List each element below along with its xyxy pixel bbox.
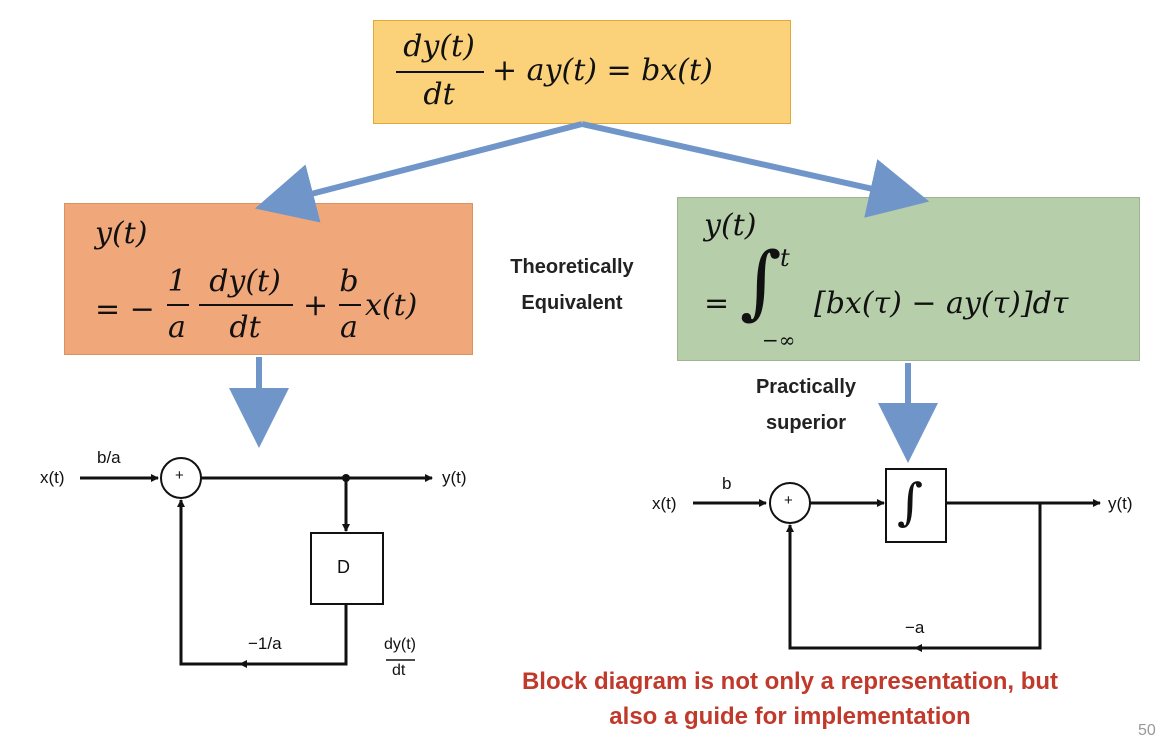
D-block-label: D <box>337 557 350 577</box>
right-output-label: y(t) <box>1108 494 1133 513</box>
left-eq-tail: x(t) <box>365 288 418 323</box>
integral-upper-limit: t <box>780 244 790 272</box>
top-frac-bar <box>396 71 484 73</box>
left-eq-sign: = − <box>95 292 155 327</box>
left-deriv-denominator: dt <box>392 662 406 679</box>
left-frac1-bar <box>167 304 189 306</box>
right-block-diagram <box>693 468 1101 652</box>
theoretically-label: Theoretically <box>510 256 634 278</box>
right-feedback-gain-label: −a <box>905 618 925 637</box>
top-frac-denominator: dt <box>423 77 455 112</box>
right-gain-label: b <box>722 474 732 493</box>
integrator-symbol: ∫ <box>897 473 924 531</box>
left-eq-lhs: y(t) <box>95 216 148 251</box>
equivalent-label: Equivalent <box>521 292 623 314</box>
right-input-label: x(t) <box>652 494 677 513</box>
left-frac3-num: b <box>339 264 359 299</box>
differential-equation-box: dy(t) dt + ay(t) = bx(t) <box>373 20 791 124</box>
derivative-form-box: y(t) = − 1 a dy(t) dt + b a x(t) <box>64 203 473 355</box>
top-equation-rest: + ay(t) = bx(t) <box>492 53 713 88</box>
left-frac3-den: a <box>340 310 358 345</box>
left-input-label: x(t) <box>40 468 65 487</box>
left-D-block <box>310 532 384 605</box>
left-sum-sign: + <box>175 467 184 484</box>
left-frac2-num: dy(t) <box>209 264 281 299</box>
left-output-label: y(t) <box>442 468 467 487</box>
integrator-block <box>885 468 947 543</box>
practically-label: Practically <box>755 376 857 398</box>
left-frac2-den: dt <box>229 310 261 345</box>
left-feedback-gain-label: −1/a <box>248 634 282 653</box>
left-frac3-bar <box>339 304 361 306</box>
arrow-to-integral-form <box>581 121 930 218</box>
right-eq-sign: = <box>704 286 730 321</box>
integrand: [bx(τ) − ay(τ)]dτ <box>814 286 1069 321</box>
left-block-diagram <box>80 457 433 668</box>
left-frac1-num: 1 <box>167 264 187 299</box>
page-number: 50 <box>1138 722 1156 739</box>
arrow-to-derivative-form <box>254 121 583 223</box>
right-eq-lhs: y(t) <box>704 208 757 243</box>
integral-lower-limit: −∞ <box>762 328 796 352</box>
superior-label: superior <box>765 412 847 434</box>
bottom-note-line1: Block diagram is not only a representati… <box>521 668 1059 695</box>
left-gain-label: b/a <box>97 448 121 467</box>
left-frac1-den: a <box>168 310 186 345</box>
bottom-note-line2: also a guide for implementation <box>609 703 971 730</box>
left-feedback-line <box>177 499 348 666</box>
integral-sign: ∫ <box>740 235 782 328</box>
top-frac-numerator: dy(t) <box>403 29 475 64</box>
right-sum-sign: + <box>784 492 793 509</box>
left-frac2-bar <box>199 304 293 306</box>
left-deriv-numerator: dy(t) <box>384 636 416 653</box>
left-plus: + <box>303 288 329 323</box>
